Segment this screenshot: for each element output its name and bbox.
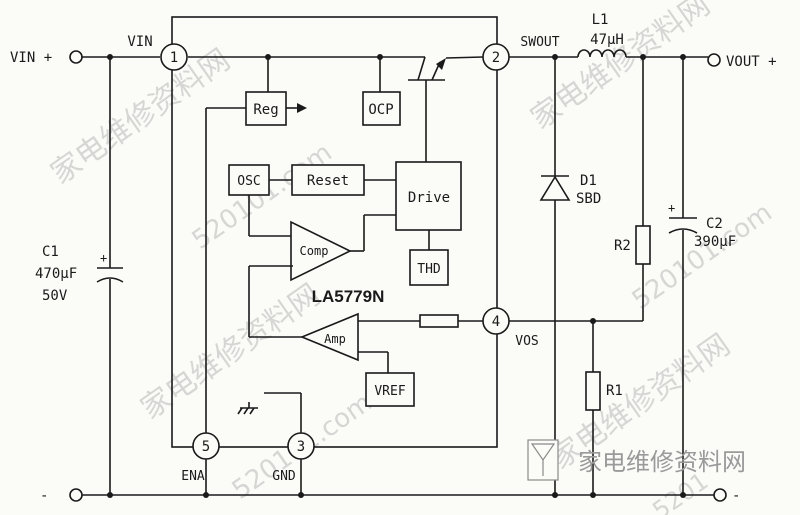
drive-block (395, 161, 462, 231)
ena-pin-label: ENA (181, 469, 205, 484)
pin-3: 3 (287, 432, 315, 460)
vin-terminal-label: VIN + (10, 50, 52, 66)
svg-text:2: 2 (492, 50, 500, 66)
c1-voltage: 50V (42, 288, 68, 304)
gnd-terminal-left (69, 488, 83, 502)
c2-value: 390μF (694, 234, 736, 250)
c1-ref: C1 (42, 244, 59, 260)
internal-resistor (419, 314, 459, 328)
vref-block (365, 372, 415, 407)
ic-outline (171, 16, 498, 448)
ic-name: LA5779N (312, 287, 385, 306)
pnp-transistor (408, 56, 484, 162)
vin-terminal (69, 50, 83, 64)
vos-pin-label: VOS (515, 334, 538, 349)
pin-5: 5 (192, 432, 220, 460)
d1-type: SBD (576, 191, 601, 207)
l1-value: 47μH (590, 32, 624, 48)
pin-2: 2 (482, 43, 510, 71)
reset-label: Reset (307, 173, 349, 189)
pin-4: 4 (482, 307, 510, 335)
d1-ref: D1 (580, 173, 597, 189)
reg-label: Reg (253, 102, 278, 118)
gnd-pin-label: GND (272, 469, 296, 484)
error-amplifier (299, 312, 359, 362)
pin-1: 1 (160, 43, 188, 71)
thd-block (409, 249, 449, 286)
svg-text:4: 4 (492, 314, 500, 330)
resistor-r1 (585, 371, 601, 411)
ocp-label: OCP (368, 102, 393, 118)
comp-amplifier (290, 220, 352, 282)
thd-label: THD (417, 262, 441, 277)
inductor-l1 (577, 49, 627, 58)
c2-polarity: + (668, 201, 675, 215)
svg-text:5: 5 (202, 439, 210, 455)
amp-label: Amp (324, 332, 346, 346)
osc-block (228, 164, 270, 196)
vout-terminal-label: VOUT + (726, 54, 777, 70)
vout-terminal (707, 53, 721, 67)
minus-left-label: - (40, 488, 48, 504)
l1-ref: L1 (592, 12, 609, 28)
ocp-block (362, 91, 401, 126)
swout-pin-label: SWOUT (520, 35, 559, 50)
watermark: 家电维修资料网 (135, 277, 327, 426)
watermark: 家电维修资料网 (45, 42, 237, 191)
diode-d1 (539, 175, 571, 201)
site-logo: 家电维修资料网 (527, 439, 746, 481)
svg-text:1: 1 (170, 50, 178, 66)
svg-text:3: 3 (297, 439, 305, 455)
comp-label: Comp (300, 244, 329, 258)
gnd-terminal-right (713, 488, 727, 502)
osc-label: OSC (237, 174, 260, 189)
resistor-r2 (635, 225, 651, 265)
c1-value: 470μF (35, 266, 77, 282)
vref-label: VREF (374, 384, 405, 399)
site-logo-text: 家电维修资料网 (578, 448, 746, 476)
vin-pin-label: VIN (127, 34, 152, 50)
drive-label: Drive (408, 190, 450, 206)
c2-ref: C2 (706, 216, 723, 232)
ground-symbol (237, 402, 258, 415)
watermark: 家电维修资料网 (525, 0, 717, 137)
minus-right-label: - (732, 488, 740, 504)
r2-ref: R2 (614, 238, 631, 254)
c1-polarity: + (100, 251, 107, 265)
r1-ref: R1 (606, 383, 623, 399)
